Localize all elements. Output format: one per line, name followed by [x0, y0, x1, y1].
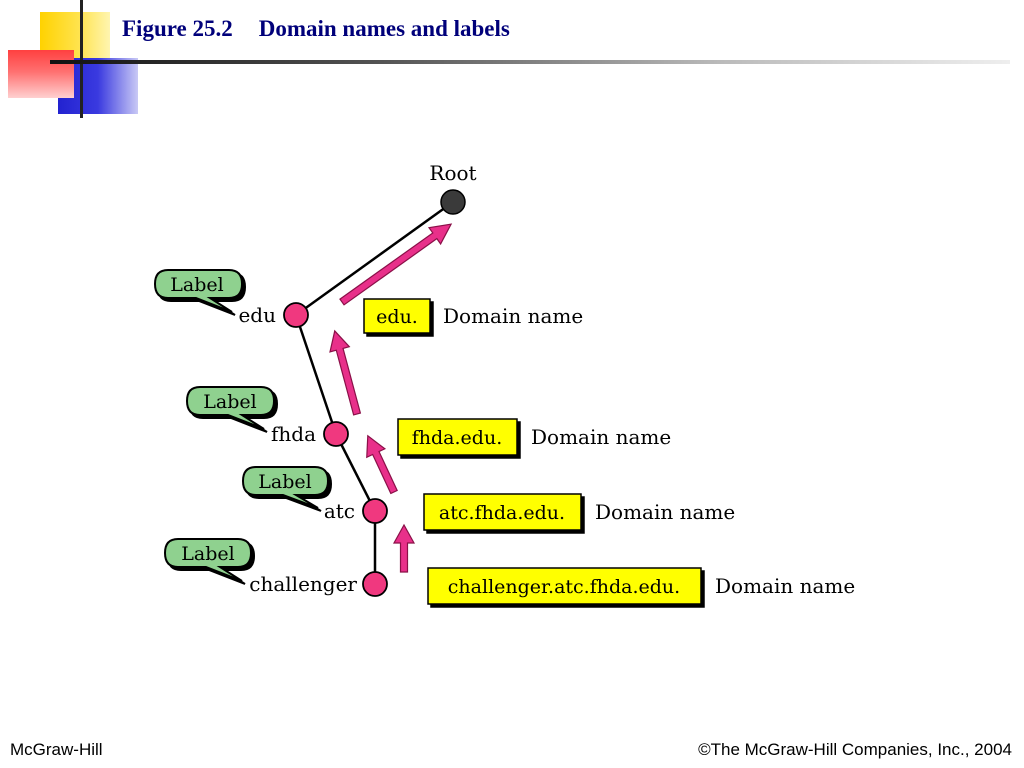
- node-label-edu: edu: [238, 303, 276, 327]
- domain-box-fhda: [397, 418, 518, 456]
- label-bubble-text: Label: [258, 471, 311, 493]
- node-label-fhda: fhda: [271, 422, 316, 446]
- root-label: Root: [429, 161, 476, 185]
- domain-text-challenger: challenger.atc.fhda.edu.: [448, 576, 680, 598]
- arrows: [329, 223, 453, 573]
- label-bubble-challenger: Label: [163, 538, 253, 582]
- figure-caption: Domain names and labels: [258, 16, 510, 41]
- domain-text-atc: atc.fhda.edu.: [439, 502, 565, 524]
- arrow-edu-to-root: [339, 223, 453, 306]
- label-bubble-fhda: Label: [185, 386, 276, 430]
- node-fhda: [323, 421, 349, 447]
- arrow-challenger-to-atc: [392, 523, 416, 573]
- label-bubble-text: Label: [181, 543, 234, 565]
- domain-box-challenger: [427, 567, 702, 605]
- domain-box-edu: [363, 298, 431, 334]
- slide-title: Figure 25.2 Domain names and labels: [122, 16, 510, 42]
- domain-boxes: edu. fhda.edu. atc.fhda.edu. challenger.…: [363, 298, 702, 605]
- domain-text-fhda: fhda.edu.: [412, 427, 502, 449]
- label-bubble-atc: Label: [241, 466, 330, 509]
- tree-nodes: [283, 302, 388, 597]
- domain-caption-edu: Domain name: [443, 304, 583, 328]
- arrow-atc-to-fhda: [366, 434, 398, 495]
- footer-copyright: ©The McGraw-Hill Companies, Inc., 2004: [698, 740, 1012, 759]
- domain-caption-atc: Domain name: [595, 500, 735, 524]
- node-edu: [283, 302, 309, 328]
- edge-edu-fhda: [294, 314, 338, 435]
- node-label-atc: atc: [324, 499, 355, 523]
- label-bubble-edu: Label: [153, 269, 244, 313]
- decor-horizontal-line: [50, 60, 1010, 64]
- domain-text-edu: edu.: [376, 306, 418, 328]
- domain-caption-fhda: Domain name: [531, 425, 671, 449]
- root-node: [440, 189, 466, 215]
- label-bubble-text: Label: [170, 274, 223, 296]
- decor-vertical-line: [80, 0, 83, 118]
- label-bubble-text: Label: [203, 391, 256, 413]
- domain-caption-challenger: Domain name: [715, 574, 855, 598]
- node-challenger: [362, 571, 388, 597]
- edge-root-edu: [295, 200, 454, 317]
- node-label-challenger: challenger: [249, 572, 357, 596]
- node-atc: [362, 498, 388, 524]
- label-bubbles: Label Label Label Label: [153, 269, 330, 582]
- arrow-fhda-to-edu: [329, 329, 362, 416]
- decor-red-block: [8, 50, 74, 98]
- domain-box-atc: [423, 493, 582, 531]
- figure-number: Figure 25.2: [122, 16, 233, 41]
- edge-fhda-atc: [334, 433, 377, 512]
- footer-publisher: McGraw-Hill: [10, 740, 103, 759]
